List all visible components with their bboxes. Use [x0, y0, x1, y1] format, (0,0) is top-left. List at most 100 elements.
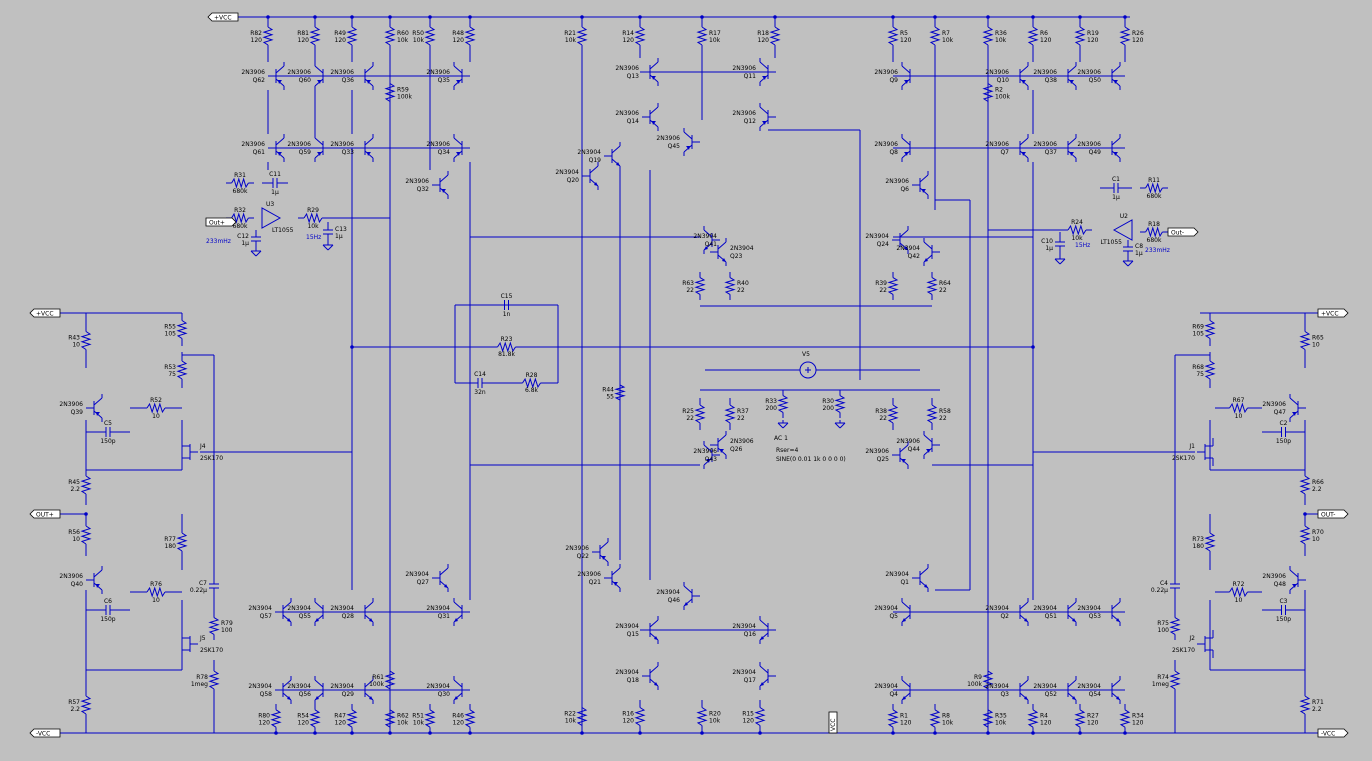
resistor-r56[interactable]: [80, 514, 92, 556]
resistor-r45[interactable]: [80, 465, 92, 505]
resistor-r14[interactable]: [634, 17, 646, 55]
resistor-r48[interactable]: [464, 17, 476, 55]
resistor-r40[interactable]: [724, 272, 736, 300]
transistor-q15[interactable]: [642, 616, 659, 644]
transistor-q44[interactable]: [923, 431, 940, 459]
transistor-q38[interactable]: [1060, 62, 1077, 90]
transistor-q5[interactable]: [901, 598, 918, 626]
transistor-q10[interactable]: [1012, 62, 1029, 90]
resistor-r34[interactable]: [1119, 704, 1131, 733]
capacitor-c12[interactable]: [251, 230, 261, 248]
resistor-r18[interactable]: [769, 17, 781, 55]
transistor-q55[interactable]: [314, 598, 331, 626]
opamp-u2[interactable]: [1112, 219, 1133, 241]
resistor-r64[interactable]: [926, 272, 938, 300]
resistor-r79[interactable]: [208, 612, 220, 640]
resistor-r69[interactable]: [1204, 313, 1216, 346]
transistor-q46[interactable]: [683, 582, 700, 610]
transistor-q19[interactable]: [604, 142, 621, 170]
resistor-r77[interactable]: [176, 514, 188, 570]
transistor-q32[interactable]: [432, 171, 449, 199]
transistor-q29[interactable]: [357, 676, 374, 704]
transistor-q53[interactable]: [1104, 598, 1121, 626]
transistor-q2[interactable]: [1012, 598, 1029, 626]
transistor-q61[interactable]: [268, 134, 285, 162]
capacitor-c6[interactable]: [86, 605, 130, 615]
transistor-q24[interactable]: [892, 226, 909, 254]
capacitor-c3[interactable]: [1262, 605, 1305, 615]
resistor-r57[interactable]: [80, 690, 92, 720]
transistor-q48[interactable]: [1289, 566, 1306, 594]
opamp-u3[interactable]: [261, 207, 282, 229]
resistor-r47[interactable]: [346, 704, 358, 733]
transistor-q23[interactable]: [710, 238, 727, 266]
resistor-r74[interactable]: [1169, 660, 1181, 700]
transistor-q40[interactable]: [86, 566, 103, 594]
resistor-r81[interactable]: [309, 17, 321, 55]
resistor-r6[interactable]: [1027, 17, 1039, 55]
transistor-q3[interactable]: [1012, 676, 1029, 704]
transistor-q16[interactable]: [759, 616, 776, 644]
transistor-q36[interactable]: [357, 62, 374, 90]
transistor-q9[interactable]: [901, 62, 918, 90]
resistor-r62[interactable]: [384, 704, 396, 733]
transistor-q22[interactable]: [592, 538, 609, 566]
resistor-r59[interactable]: [384, 75, 396, 110]
transistor-q30[interactable]: [453, 676, 470, 704]
transistor-q4[interactable]: [901, 676, 918, 704]
port-out-plus-in[interactable]: Out+: [205, 217, 237, 227]
resistor-r75[interactable]: [1169, 612, 1181, 640]
transistor-q41[interactable]: [703, 226, 720, 254]
resistor-r27[interactable]: [1074, 704, 1086, 733]
resistor-r54[interactable]: [309, 704, 321, 733]
transistor-q35[interactable]: [453, 62, 470, 90]
resistor-r26[interactable]: [1119, 17, 1131, 55]
transistor-q17[interactable]: [759, 662, 776, 690]
transistor-q26[interactable]: [710, 431, 727, 459]
resistor-r33[interactable]: [777, 390, 789, 418]
resistor-r50[interactable]: [424, 17, 436, 55]
transistor-q13[interactable]: [642, 58, 659, 86]
resistor-r17[interactable]: [696, 17, 708, 55]
port-left-vcc[interactable]: +VCC: [29, 308, 61, 318]
transistor-q37[interactable]: [1060, 134, 1077, 162]
capacitor-c5[interactable]: [86, 427, 130, 437]
transistor-q21[interactable]: [604, 564, 621, 592]
resistor-r9[interactable]: [982, 660, 994, 700]
resistor-r67[interactable]: [1215, 402, 1262, 414]
transistor-q58[interactable]: [275, 676, 292, 704]
transistor-q51[interactable]: [1060, 598, 1077, 626]
transistor-q25[interactable]: [892, 441, 909, 469]
resistor-r55[interactable]: [176, 313, 188, 346]
transistor-q14[interactable]: [642, 103, 659, 131]
port-left-neg-vcc[interactable]: -VCC: [29, 728, 61, 738]
capacitor-c4[interactable]: [1170, 560, 1180, 612]
resistor-r8[interactable]: [929, 704, 941, 733]
resistor-r46[interactable]: [464, 704, 476, 733]
capacitor-c1[interactable]: [1100, 183, 1132, 193]
port-top-vcc[interactable]: +VCC: [207, 12, 239, 22]
port-bottom-vcc[interactable]: VCC: [828, 711, 838, 734]
resistor-r60[interactable]: [384, 17, 396, 55]
port-out-minus-in[interactable]: Out-: [1167, 227, 1199, 237]
transistor-q62[interactable]: [268, 62, 285, 90]
transistor-q43[interactable]: [703, 441, 720, 469]
transistor-q56[interactable]: [314, 676, 331, 704]
capacitor-c2[interactable]: [1262, 427, 1305, 437]
resistor-r61[interactable]: [384, 660, 396, 700]
jfet-j4[interactable]: [181, 438, 198, 466]
resistor-r2[interactable]: [982, 75, 994, 110]
resistor-r68[interactable]: [1204, 352, 1216, 388]
resistor-r19[interactable]: [1074, 17, 1086, 55]
transistor-q52[interactable]: [1060, 676, 1077, 704]
transistor-q12[interactable]: [759, 103, 776, 131]
port-right-vcc[interactable]: +VCC: [1317, 308, 1349, 318]
resistor-r36[interactable]: [982, 17, 994, 55]
transistor-q50[interactable]: [1104, 62, 1121, 90]
resistor-r44[interactable]: [614, 380, 626, 405]
port-right-neg-vcc[interactable]: -VCC: [1317, 728, 1349, 738]
jfet-j2[interactable]: [1197, 630, 1214, 658]
resistor-r29[interactable]: [298, 212, 328, 224]
voltage-source-v5[interactable]: [799, 361, 817, 379]
resistor-r38[interactable]: [887, 398, 899, 430]
